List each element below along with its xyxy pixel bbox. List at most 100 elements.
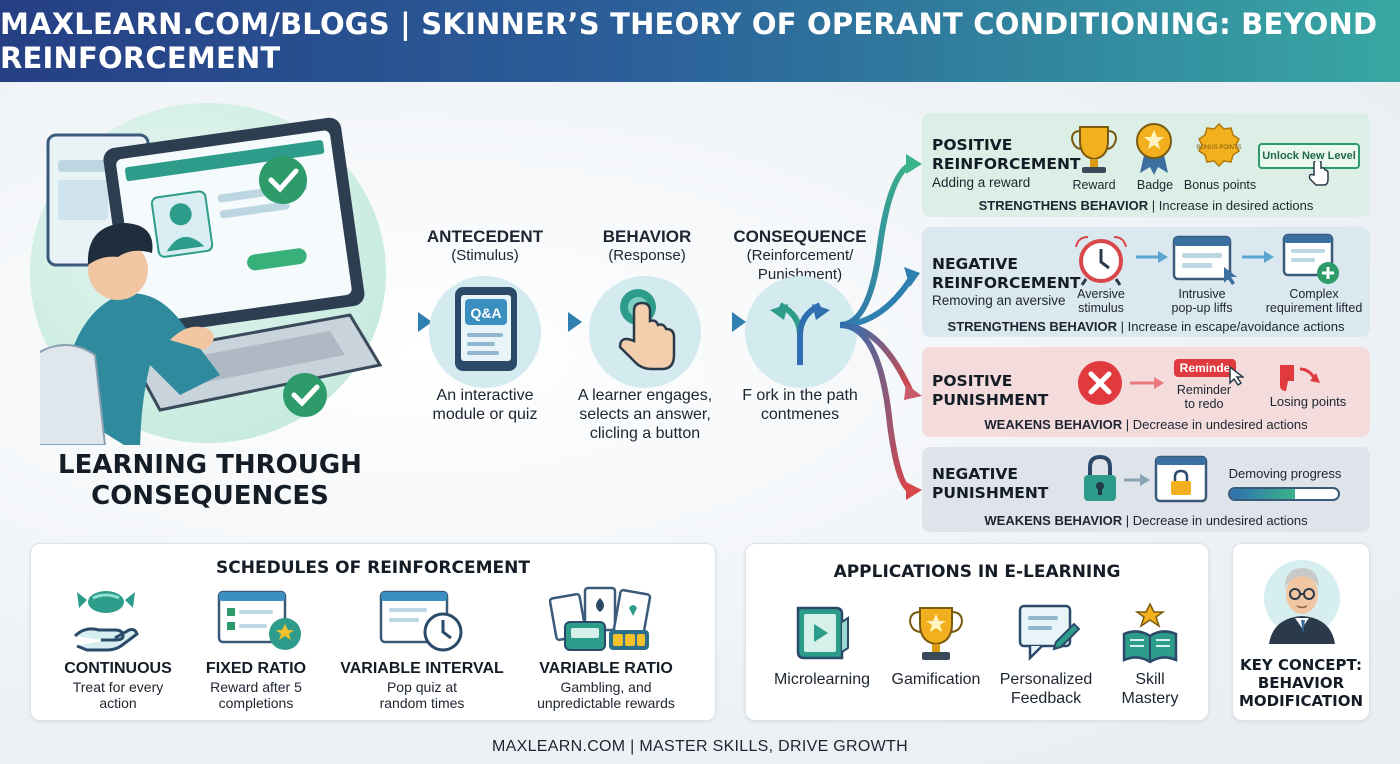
consequence-sub-line1: (Reinforcement/ [746,247,854,264]
progress-bar [1228,487,1340,501]
behavior-desc-line3: clicling a button [589,425,701,442]
neg-pun-title-line1: NEGATIVE [932,465,1018,483]
panel-negative-reinforcement: NEGATIVE REINFORCEMENT Removing an avers… [922,227,1370,337]
neg-reinf-item1-line1: Aversive [1077,287,1125,301]
neg-reinf-detail: | Increase in escape/avoidance actions [1120,319,1345,334]
app-skill-mastery-line2: Mastery [1121,690,1179,707]
schedule-variable-interval-desc: Pop quiz at random times [337,679,507,711]
schedule-variable-interval-desc-line1: Pop quiz at [386,679,458,695]
schedule-continuous-desc: Treat for every action [33,679,203,711]
checklist-star-icon [217,590,301,650]
antecedent-desc-line2: module or quiz [432,406,538,423]
app-feedback-line2: Feedback [1010,690,1082,707]
progress-fill [1230,489,1295,499]
pos-pun-title: POSITIVE PUNISHMENT [932,372,1048,410]
schedule-fixed-ratio-desc-line1: Reward after 5 [210,679,302,695]
neg-reinf-item1: Aversive stimulus [1068,287,1134,315]
consequence-desc: F ork in the path contmenes [710,386,890,424]
behavior-desc-line1: A learner engages, [577,387,713,404]
panel-positive-reinforcement: POSITIVE REINFORCEMENT Adding a reward R… [922,113,1370,217]
app-feedback-label: Personalized Feedback [986,670,1106,708]
arrow-right-icon [1124,474,1150,486]
gamification-trophy-icon [908,607,964,660]
behavior-heading: BEHAVIOR (Response) [567,227,727,265]
neg-pun-effect: WEAKENS BEHAVIOR [984,513,1123,528]
neg-pun-detail: | Decrease in undesired actions [1125,513,1308,528]
consequence-desc-line1: F ork in the path [742,387,858,404]
schedules-card: SCHEDULES OF REINFORCEMENT CONTINUOUS Tr… [30,543,716,721]
panel-positive-punishment: POSITIVE PUNISHMENT Reminde Reminder to … [922,347,1370,437]
schedules-title: SCHEDULES OF REINFORCEMENT [216,558,530,578]
app-skill-mastery-label: Skill Mastery [1090,670,1210,708]
skinner-portrait-icon [1264,560,1340,644]
panel-negative-punishment: NEGATIVE PUNISHMENT Demoving progress WE… [922,447,1370,532]
neg-pun-item3: Demoving progress [1228,466,1342,481]
neg-reinf-item2-line1: Intrusive [1178,287,1226,301]
bonus-icon-text: BONUS POINTS [1196,145,1241,151]
neg-reinf-item3-line1: Complex [1289,287,1339,301]
app-microlearning-line1: Microlearning [773,671,871,688]
key-concept-label: KEY CONCEPT: BEHAVIOR MODIFICATION [1233,656,1369,710]
schedule-fixed-ratio-label: FIXED RATIO [205,660,307,677]
unlock-new-level-button[interactable]: Unlock New Level [1258,143,1360,169]
neg-pun-title: NEGATIVE PUNISHMENT [932,465,1048,503]
schedule-continuous-desc-line2: action [99,695,137,711]
app-microlearning-label: Microlearning [762,670,882,689]
requirement-lifted-icon [1282,233,1339,284]
schedule-variable-ratio-label: VARIABLE RATIO [539,660,673,677]
pos-pun-title-line2: PUNISHMENT [932,391,1049,409]
pos-reinf-title: POSITIVE REINFORCEMENT [932,136,1080,174]
candy-hand-icon [73,591,139,652]
cursor-hand-icon [1308,161,1329,186]
schedule-variable-interval-label: VARIABLE INTERVAL [340,660,504,677]
key-concept-card: KEY CONCEPT: BEHAVIOR MODIFICATION [1232,543,1370,721]
pos-reinf-title-line1: POSITIVE [932,136,1013,154]
app-skill-mastery-line1: Skill [1135,671,1165,688]
header-banner: MAXLEARN.COM/BLOGS | SKINNER’S THEORY OF… [0,0,1400,82]
neg-reinf-title-line2: REINFORCEMENT [932,274,1081,292]
consequence-heading: CONSEQUENCE (Reinforcement/ Punishment) [720,227,880,284]
behavior-desc: A learner engages, selects an answer, cl… [555,386,735,443]
book-star-icon [1122,602,1178,664]
hero-title: LEARNING THROUGH CONSEQUENCES [40,450,380,512]
neg-reinf-effect: STRENGTHENS BEHAVIOR [947,319,1118,334]
reminder-button[interactable]: Reminde [1174,359,1236,377]
pos-pun-item2: Reminder to redo [1170,383,1238,411]
pos-pun-title-line1: POSITIVE [932,372,1013,390]
behavior-title: BEHAVIOR [602,227,692,246]
feedback-icon [1018,604,1080,662]
schedule-fixed-ratio-desc-line2: completions [218,695,294,711]
neg-reinf-item3: Complex requirement lifted [1262,287,1366,315]
laptop-learner-icon [40,117,383,445]
pos-reinf-detail: | Increase in desired actions [1151,198,1314,213]
neg-reinf-item1-line2: stimulus [1078,301,1124,315]
pos-reinf-title-line2: REINFORCEMENT [932,155,1081,173]
pos-reinf-footer: STRENGTHENS BEHAVIOR | Increase in desir… [922,198,1370,213]
schedule-continuous-desc-line1: Treat for every [72,679,164,695]
arrow-right-icon [1130,377,1164,389]
pos-reinf-sub: Adding a reward [932,175,1031,190]
flow-arrows [380,312,746,332]
schedule-variable-ratio-desc-line1: Gambling, and [560,679,652,695]
neg-reinf-item2: Intrusive pop-up liffs [1164,287,1240,315]
schedule-variable-interval-desc-line2: random times [379,695,465,711]
locked-window-icon [1154,455,1208,503]
consequence-desc-line2: contmenes [760,406,840,423]
popup-window-icon [1172,235,1237,285]
app-gamification-line1: Gamification [891,671,981,688]
hero-title-line1: LEARNING THROUGH [58,450,362,480]
alarm-clock-icon [1075,236,1127,286]
neg-reinf-sub: Removing an aversive [932,293,1066,308]
neg-reinf-footer: STRENGTHENS BEHAVIOR | Increase in escap… [922,319,1370,334]
schedule-variable-ratio-desc: Gambling, and unpredictable rewards [521,679,691,711]
tap-hand-icon [618,289,676,371]
schedule-fixed-ratio-desc: Reward after 5 completions [171,679,341,711]
lock-icon [1084,454,1116,501]
antecedent-desc: An interactive module or quiz [395,386,575,424]
pos-pun-detail: | Decrease in undesired actions [1125,417,1308,432]
page-title: MAXLEARN.COM/BLOGS | SKINNER’S THEORY OF… [0,7,1378,75]
pos-reinf-effect: STRENGTHENS BEHAVIOR [978,198,1149,213]
antecedent-title: ANTECEDENT [426,227,544,246]
behavior-desc-line2: selects an answer, [579,406,711,423]
pos-pun-item2-line2: to redo [1184,397,1224,411]
